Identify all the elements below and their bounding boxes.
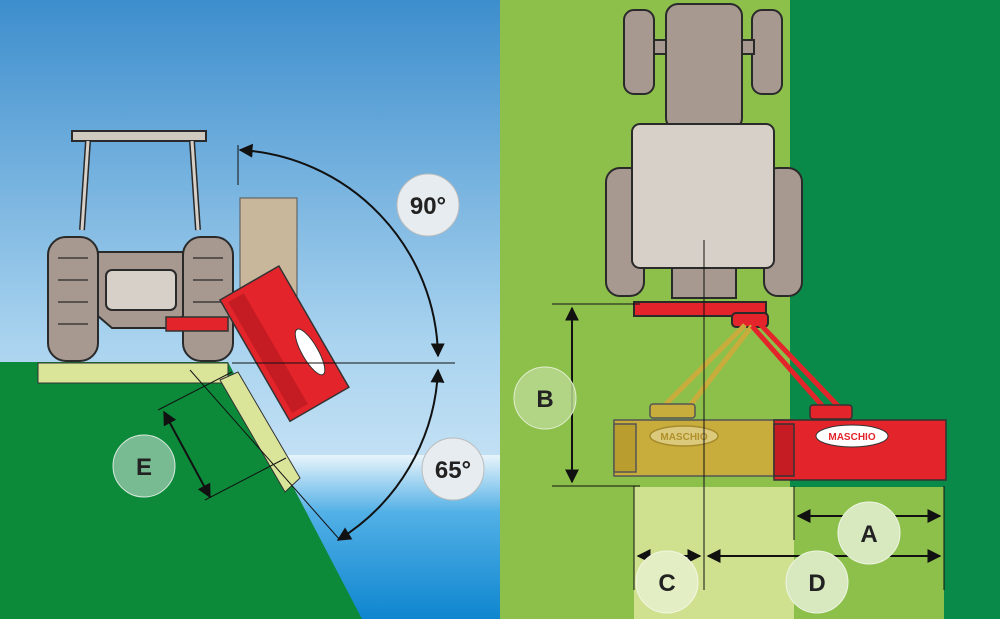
working-mower — [750, 322, 947, 481]
bank-mowed-strip — [219, 371, 301, 493]
angle-90-badge: 90° — [396, 173, 460, 237]
dim-b-badge: B — [513, 366, 577, 430]
tractor-top-view — [605, 3, 803, 328]
angle-90-label: 90° — [410, 193, 446, 220]
dim-e-badge: E — [112, 434, 176, 498]
side-view-panel: 90° 65° E — [0, 0, 500, 619]
tractor-rear-view — [47, 130, 234, 362]
dim-e-label: E — [136, 454, 152, 481]
side-mower-arm — [165, 316, 229, 332]
top-mower-beam — [633, 301, 767, 317]
dim-c-label: C — [658, 570, 675, 597]
ghost-mower-logo — [649, 425, 719, 447]
angle-65-badge: 65° — [421, 437, 485, 501]
dim-b-label: B — [536, 386, 553, 413]
dim-d-badge: D — [785, 550, 849, 614]
ghost-mower-brand: MASCHIO — [660, 432, 707, 443]
dim-c-badge: C — [635, 550, 699, 614]
dim-d-label: D — [808, 570, 825, 597]
working-mower-brand: MASCHIO — [828, 432, 875, 443]
road-surface — [37, 362, 229, 384]
dim-a-label: A — [860, 521, 877, 548]
arc-90 — [238, 143, 445, 358]
angle-65-label: 65° — [435, 457, 471, 484]
arc-65 — [336, 368, 445, 541]
working-mower-logo — [815, 424, 889, 448]
dim-a-badge: A — [837, 501, 901, 565]
dim-e-line — [163, 410, 211, 499]
top-view-panel: MASCHIO MASCHIO B A C D — [500, 0, 1000, 619]
